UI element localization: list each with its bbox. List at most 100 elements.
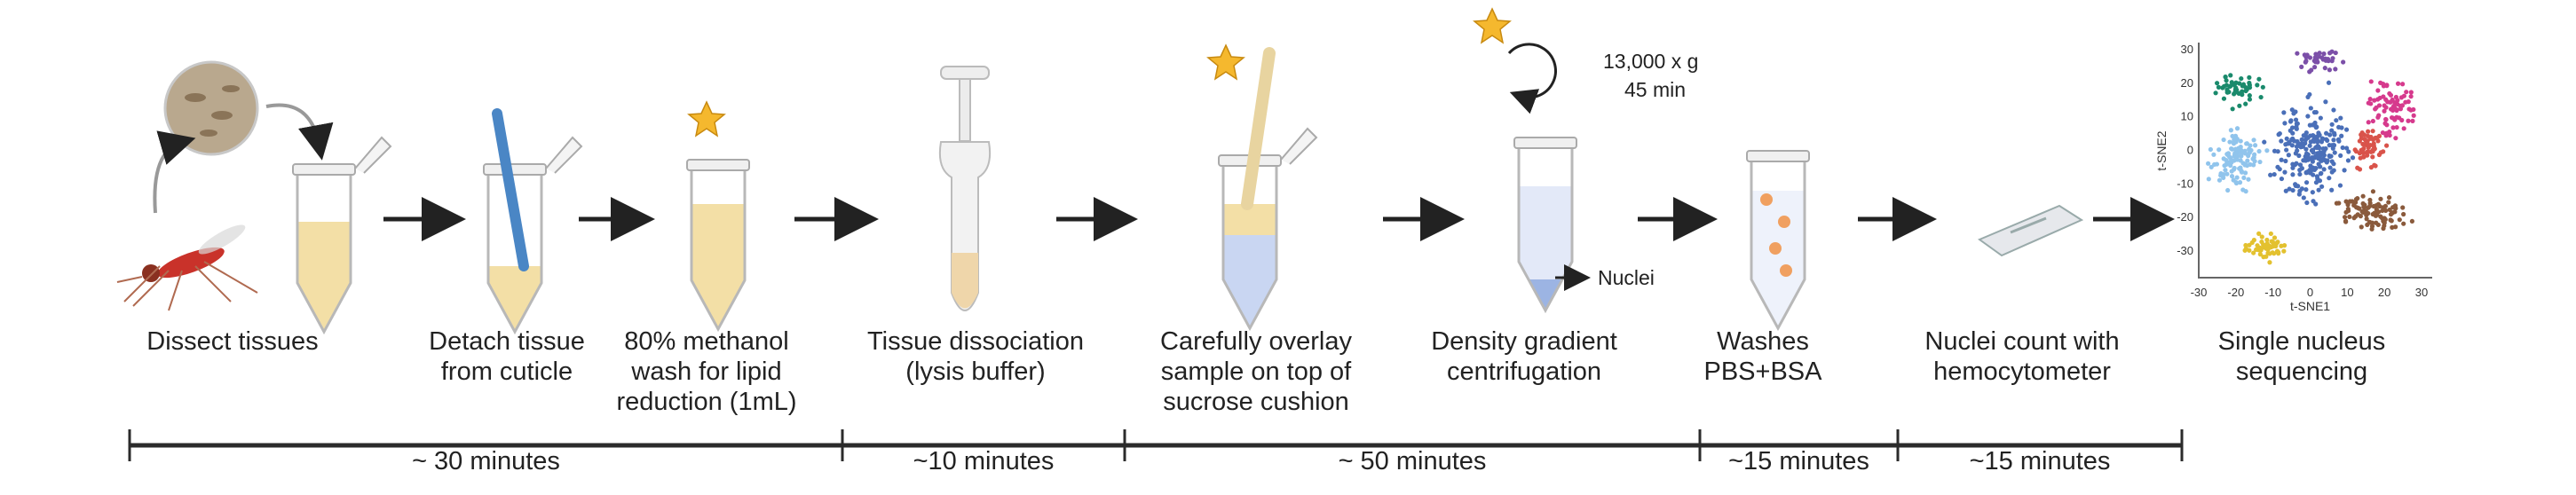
scatter-point — [2289, 137, 2295, 142]
scatter-point — [2315, 176, 2320, 182]
centrifuge-speed: 13,000 x g — [1603, 50, 1699, 73]
scatter-point — [2242, 162, 2248, 168]
scatter-point — [2330, 145, 2335, 151]
scatter-point — [2319, 152, 2325, 157]
scatter-point — [2225, 187, 2231, 193]
scatter-point — [2386, 200, 2391, 205]
scatter-point — [2224, 152, 2231, 158]
scatter-point — [2399, 117, 2405, 123]
curved-arrow-icon — [265, 103, 334, 161]
scatter-point — [2289, 143, 2295, 148]
scatter-point — [2365, 133, 2371, 138]
scatter-point — [2295, 184, 2301, 189]
scatter-point — [2299, 137, 2304, 142]
scatter-point — [2230, 106, 2235, 112]
scatter-point — [2321, 51, 2327, 57]
scatter-point — [2395, 101, 2400, 106]
scatter-point — [2305, 114, 2311, 119]
scatter-point — [2272, 171, 2277, 177]
scatter-point — [2290, 165, 2295, 170]
scatter-point — [2283, 158, 2288, 164]
scatter-point — [2281, 248, 2287, 254]
scatter-point — [2336, 138, 2342, 144]
step-label: 80% methanol wash for lipid reduction (1… — [616, 327, 797, 416]
scatter-point — [2392, 117, 2398, 122]
scatter-point — [2382, 121, 2388, 126]
scatter-point — [2329, 122, 2335, 127]
scatter-point — [2338, 153, 2343, 159]
scatter-point — [2372, 98, 2377, 103]
scatter-point — [2208, 146, 2213, 153]
scatter-point — [2342, 215, 2348, 220]
scatter-point — [2307, 91, 2312, 98]
scatter-point — [2251, 250, 2256, 255]
scatter-point — [2245, 158, 2250, 163]
scatter-point — [2234, 126, 2240, 131]
scatter-point — [2360, 193, 2366, 199]
scatter-point — [2268, 172, 2273, 177]
scatter-point — [2233, 139, 2239, 145]
scatter-point — [2382, 108, 2387, 114]
scatter-point — [2370, 129, 2375, 134]
scatter-point — [2303, 59, 2309, 64]
scatter-point — [2232, 151, 2238, 156]
scatter-point — [2340, 145, 2345, 151]
scatter-point — [2247, 242, 2252, 248]
microtube-icon — [686, 159, 750, 333]
centrifuge-time: 45 min — [1624, 78, 1687, 101]
scatter-point — [2345, 202, 2351, 208]
mosquito-icon — [116, 224, 258, 311]
scatter-point — [2296, 153, 2302, 159]
y-tick-label: -10 — [2177, 177, 2193, 190]
scatter-point — [2279, 243, 2284, 248]
scatter-point — [2408, 94, 2414, 99]
scatter-point — [2316, 161, 2321, 167]
scatter-point — [2319, 136, 2325, 141]
scatter-point — [2297, 167, 2303, 173]
x-tick-label: 10 — [2341, 286, 2353, 299]
scatter-point — [2370, 154, 2375, 160]
scatter-point — [2383, 97, 2389, 102]
scatter-point — [2290, 130, 2295, 136]
scatter-point — [2239, 153, 2244, 159]
scatter-point — [2379, 216, 2385, 221]
scatter-point — [2244, 87, 2249, 92]
scatter-point — [2303, 130, 2309, 136]
scatter-point — [2334, 118, 2339, 123]
scatter-point — [2228, 83, 2233, 89]
scatter-point — [2304, 52, 2310, 58]
nucleus-icon — [1760, 193, 1773, 206]
scatter-point — [2275, 164, 2280, 169]
scatter-point — [2224, 90, 2230, 95]
scatter-point — [2237, 103, 2242, 108]
scatter-point — [2393, 224, 2398, 230]
scatter-point — [2308, 133, 2313, 138]
scatter-point — [2259, 234, 2264, 240]
scatter-point — [2216, 147, 2222, 153]
scatter-point — [2229, 145, 2234, 152]
scatter-point — [2256, 148, 2262, 154]
scatter-point — [2401, 221, 2406, 226]
scatter-point — [2258, 94, 2264, 100]
scatter-point — [2267, 260, 2272, 265]
scatter-point — [2333, 67, 2338, 72]
scatter-point — [2276, 249, 2281, 255]
scatter-point — [2351, 216, 2357, 221]
scatter-point — [2303, 140, 2308, 146]
scatter-point — [2408, 90, 2414, 95]
y-axis-label: t-SNE2 — [2154, 130, 2169, 170]
scatter-point — [2330, 56, 2335, 61]
scatter-point — [2339, 133, 2344, 138]
scatter-point — [2400, 205, 2406, 210]
y-tick-label: -20 — [2177, 210, 2193, 224]
chart-axes — [2198, 43, 2432, 279]
step-label: Dissect tissues — [146, 327, 319, 356]
pestle-icon — [492, 108, 529, 271]
scatter-point — [2404, 90, 2409, 95]
scatter-point — [2246, 177, 2251, 182]
scatter-point — [2331, 161, 2336, 167]
scatter-point — [2228, 73, 2233, 78]
scatter-point — [2316, 145, 2321, 151]
scatter-point — [2299, 144, 2304, 150]
